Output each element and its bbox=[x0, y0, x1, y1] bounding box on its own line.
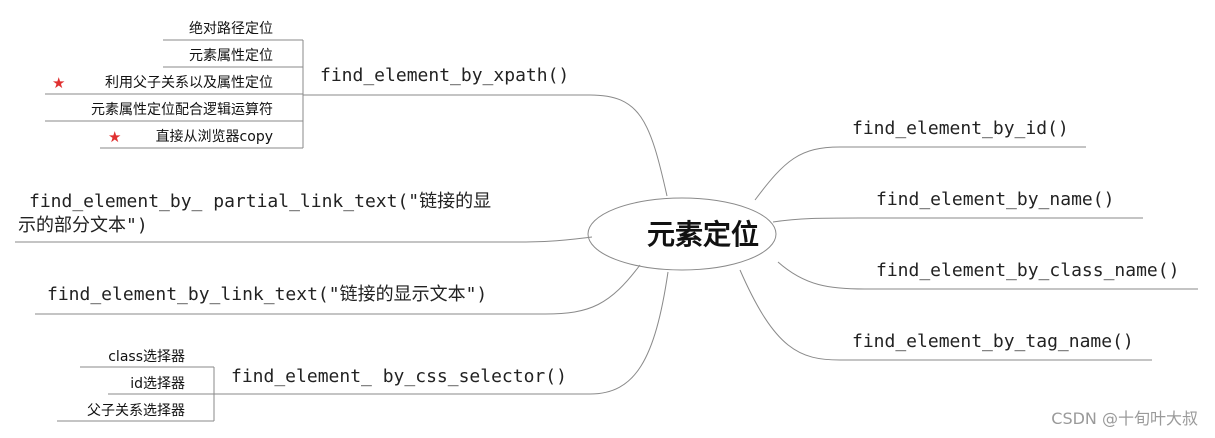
css-child-label: class选择器 bbox=[108, 349, 185, 365]
name-branch-connector bbox=[772, 217, 861, 223]
name-branch-label: find_element_by_name() bbox=[876, 189, 1114, 210]
css-branch-label: find_element_ by_css_selector() bbox=[231, 366, 567, 387]
partial-link-branch-label-line1: find_element_by_ partial_link_text("链接的显 bbox=[29, 191, 491, 212]
center-node-ellipse bbox=[587, 197, 777, 271]
star-icon: ★ bbox=[108, 128, 121, 146]
css-child-label: id选择器 bbox=[130, 376, 185, 392]
class-name-branch-label: find_element_by_class_name() bbox=[876, 260, 1179, 281]
class-name-branch-connector bbox=[777, 261, 866, 290]
link-text-branch-connector bbox=[544, 264, 641, 315]
id-branch-connector bbox=[754, 146, 841, 201]
partial-link-branch-label-line2: 示的部分文本") bbox=[18, 215, 148, 236]
xpath-child-label: 元素属性定位 bbox=[189, 48, 273, 64]
css-branch-connector bbox=[589, 271, 669, 395]
link-text-branch-label: find_element_by_link_text("链接的显示文本") bbox=[47, 284, 487, 305]
tag-name-branch-label: find_element_by_tag_name() bbox=[852, 331, 1134, 352]
center-node-label: 元素定位 bbox=[647, 218, 759, 251]
xpath-child-label: 元素属性定位配合逻辑运算符 bbox=[91, 102, 273, 118]
partial-link-branch-connector bbox=[514, 236, 593, 243]
tag-name-branch-connector bbox=[739, 269, 841, 361]
css-child-label: 父子关系选择器 bbox=[87, 403, 185, 419]
star-icon: ★ bbox=[52, 74, 65, 92]
xpath-child-label: 利用父子关系以及属性定位 bbox=[105, 75, 273, 91]
watermark: CSDN @十旬叶大叔 bbox=[1051, 409, 1198, 428]
xpath-branch-connector bbox=[589, 94, 668, 197]
xpath-branch-label: find_element_by_xpath() bbox=[320, 65, 569, 86]
xpath-child-label: 直接从浏览器copy bbox=[156, 128, 273, 145]
id-branch-label: find_element_by_id() bbox=[852, 118, 1069, 139]
xpath-child-label: 绝对路径定位 bbox=[189, 21, 273, 37]
